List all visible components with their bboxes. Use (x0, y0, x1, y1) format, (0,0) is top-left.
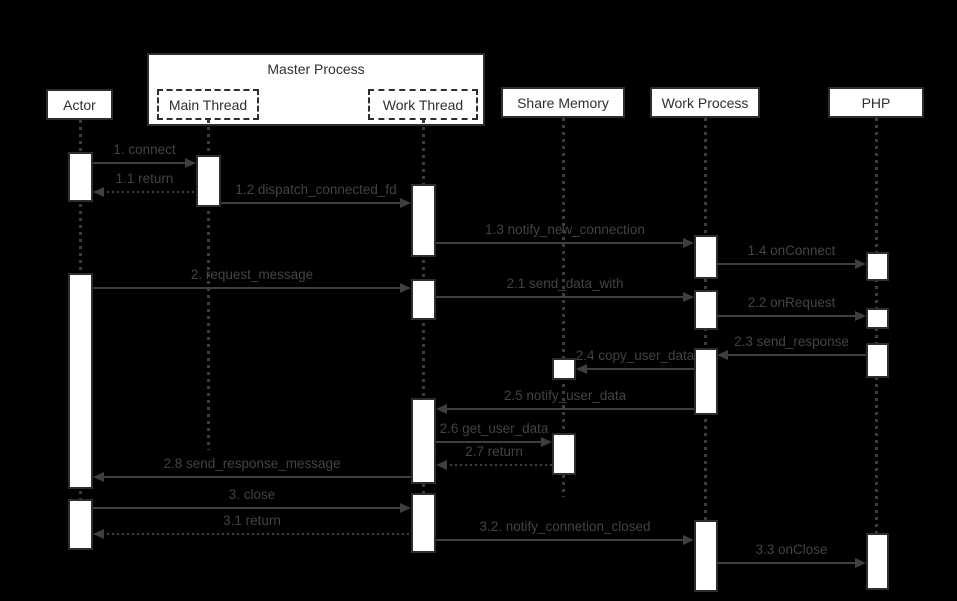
message-line (717, 263, 857, 265)
message-line (102, 476, 411, 478)
participant-box-php: PHP (828, 87, 924, 118)
participant-label-php: PHP (861, 94, 891, 111)
activation-work-thread (411, 279, 436, 320)
message-label: 1.1 return (115, 171, 174, 186)
activation-main-thread (196, 155, 221, 207)
activation-php (866, 533, 889, 590)
arrowhead-icon (541, 437, 552, 447)
lifeline-work-thread (422, 120, 425, 553)
arrowhead-icon (436, 460, 447, 470)
activation-actor (68, 152, 93, 202)
message-label: 3.3 onClose (755, 542, 828, 557)
message-label: 3. close (228, 487, 276, 502)
message-line (436, 296, 685, 298)
message-line (102, 191, 196, 193)
message-label: 2.8 send_response_message (163, 456, 341, 471)
activation-work-thread (411, 184, 436, 257)
participant-box-main-thread: Main Thread (157, 89, 259, 120)
activation-php (866, 308, 889, 329)
activation-work-process (694, 235, 718, 279)
lifeline-main-thread (207, 120, 210, 450)
arrowhead-icon (855, 259, 866, 269)
activation-work-process (694, 348, 718, 415)
message-label: 2.5 notify_user_data (503, 388, 627, 403)
arrowhead-icon (93, 187, 104, 197)
message-line (717, 562, 857, 564)
message-label: 1.3 notify_new_connection (485, 222, 645, 237)
message-line (93, 162, 187, 164)
message-line (726, 354, 866, 356)
message-line (445, 408, 694, 410)
message-label: 2.1 send_data_with (506, 276, 624, 291)
participant-label-work-thread: Work Thread (382, 96, 464, 113)
message-label: 1. connect (113, 142, 176, 157)
arrowhead-icon (400, 198, 411, 208)
arrowhead-icon (93, 529, 104, 539)
participant-label-share-memory: Share Memory (517, 94, 609, 111)
message-label: 2.2 onRequest (747, 295, 836, 310)
arrowhead-icon (400, 283, 411, 293)
message-line (436, 441, 543, 443)
master-process-title: Master Process (267, 61, 365, 77)
arrowhead-icon (683, 292, 694, 302)
arrowhead-icon (436, 404, 447, 414)
activation-actor (68, 273, 93, 489)
arrowhead-icon (717, 350, 728, 360)
message-line (717, 315, 857, 317)
activation-php (866, 343, 889, 378)
lifeline-share-memory (562, 118, 565, 497)
participant-box-share-memory: Share Memory (501, 87, 625, 118)
activation-work-thread (411, 398, 436, 484)
message-line (436, 539, 685, 541)
message-line (102, 533, 411, 535)
message-label: 3.2. notify_connetion_closed (479, 519, 651, 534)
message-label: 2.4 copy_user_data (575, 348, 695, 363)
message-line (585, 368, 694, 370)
message-label: 2.3 send_response (734, 334, 849, 349)
message-line (221, 202, 402, 204)
arrowhead-icon (855, 311, 866, 321)
arrowhead-icon (400, 503, 411, 513)
activation-work-process (694, 520, 718, 592)
participant-box-work-process: Work Process (650, 87, 760, 118)
arrowhead-icon (683, 238, 694, 248)
activation-actor (68, 499, 93, 550)
participant-label-actor: Actor (63, 96, 96, 113)
message-label: 2. request_message (190, 267, 314, 282)
arrowhead-icon (683, 535, 694, 545)
participant-label-work-process: Work Process (661, 94, 749, 111)
participant-box-work-thread: Work Thread (368, 89, 478, 120)
activation-work-thread (411, 493, 436, 553)
participant-box-actor: Actor (46, 89, 113, 120)
message-label: 2.7 return (465, 444, 523, 459)
participant-label-main-thread: Main Thread (168, 96, 248, 113)
activation-share-memory (552, 433, 576, 475)
message-line (93, 287, 402, 289)
activation-php (866, 252, 889, 281)
message-label: 3.1 return (223, 513, 281, 528)
message-label: 2.6 get_user_data (439, 421, 549, 436)
activation-work-process (694, 290, 718, 330)
message-label: 1.4 onConnect (747, 243, 836, 258)
arrowhead-icon (855, 558, 866, 568)
message-line (436, 242, 685, 244)
activation-share-memory (552, 358, 576, 380)
arrowhead-icon (93, 472, 104, 482)
arrowhead-icon (576, 364, 587, 374)
message-line (445, 464, 552, 466)
arrowhead-icon (185, 158, 196, 168)
message-label: 1.2 dispatch_connected_fd (235, 182, 397, 197)
message-line (93, 507, 402, 509)
